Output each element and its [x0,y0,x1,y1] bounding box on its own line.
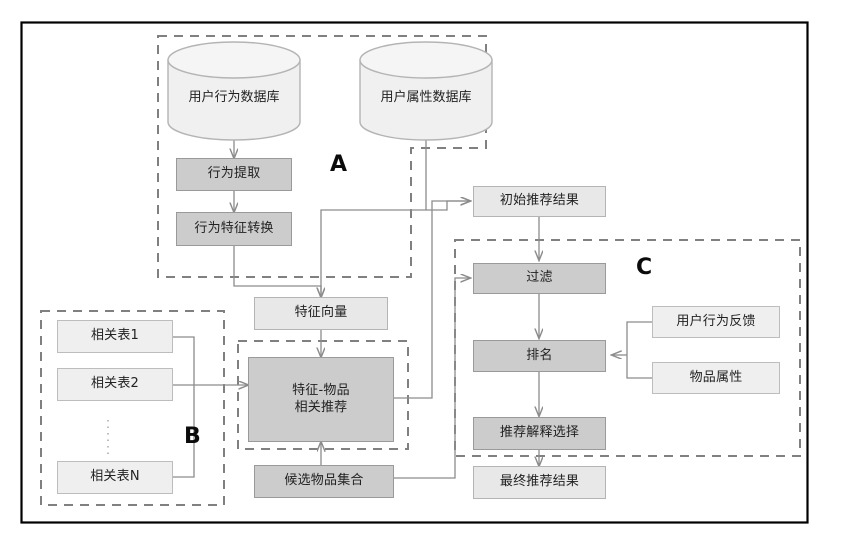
node-initial-recommend-result[interactable]: 初始推荐结果 [473,186,606,217]
node-recommend-explain-select[interactable]: 推荐解释选择 [473,417,606,450]
node-user-behavior-feedback[interactable]: 用户行为反馈 [652,306,780,338]
node-feature-item-recommend[interactable]: 特征-物品 相关推荐 [248,357,394,442]
group-label-b: B [184,424,201,449]
node-relation-table-2[interactable]: 相关表2 [57,368,173,401]
group-recommend-dashed-region [237,340,409,450]
edge-transform-to-feature-vector [233,246,321,297]
node-relation-table-1[interactable]: 相关表1 [57,320,173,353]
edge-db-attribute-to-feature-vector [321,140,427,297]
node-candidate-item-set[interactable]: 候选物品集合 [254,465,394,498]
group-a-dashed-region [157,35,487,278]
group-label-c: C [636,255,653,280]
node-behavior-feature-transform[interactable]: 行为特征转换 [176,212,292,246]
node-filter[interactable]: 过滤 [473,263,606,294]
edge-feedback-bus [626,321,652,355]
node-feature-vector[interactable]: 特征向量 [254,297,388,330]
node-behavior-extraction[interactable]: 行为提取 [176,158,292,191]
node-relation-table-n[interactable]: 相关表N [57,461,173,494]
db-user-attribute-shape [359,41,493,141]
db-user-behavior-shape [167,41,301,141]
db-user-attribute-label: 用户属性数据库 [380,89,472,105]
edge-recommend-to-initial-result [394,201,470,399]
node-item-attribute[interactable]: 物品属性 [652,362,780,394]
edge-item-attribute-bus [626,355,652,379]
db-user-behavior-label: 用户行为数据库 [188,89,280,105]
edge-relation-table-n-bus [173,385,195,478]
group-b-dashed-region [40,310,225,506]
edge-candidate-to-filter [394,278,470,479]
edge-relation-table-1-bus [173,336,195,385]
outer-frame [20,21,809,524]
node-ranking[interactable]: 排名 [473,340,606,372]
node-final-recommend-result[interactable]: 最终推荐结果 [473,466,606,499]
group-label-a: A [330,152,348,177]
